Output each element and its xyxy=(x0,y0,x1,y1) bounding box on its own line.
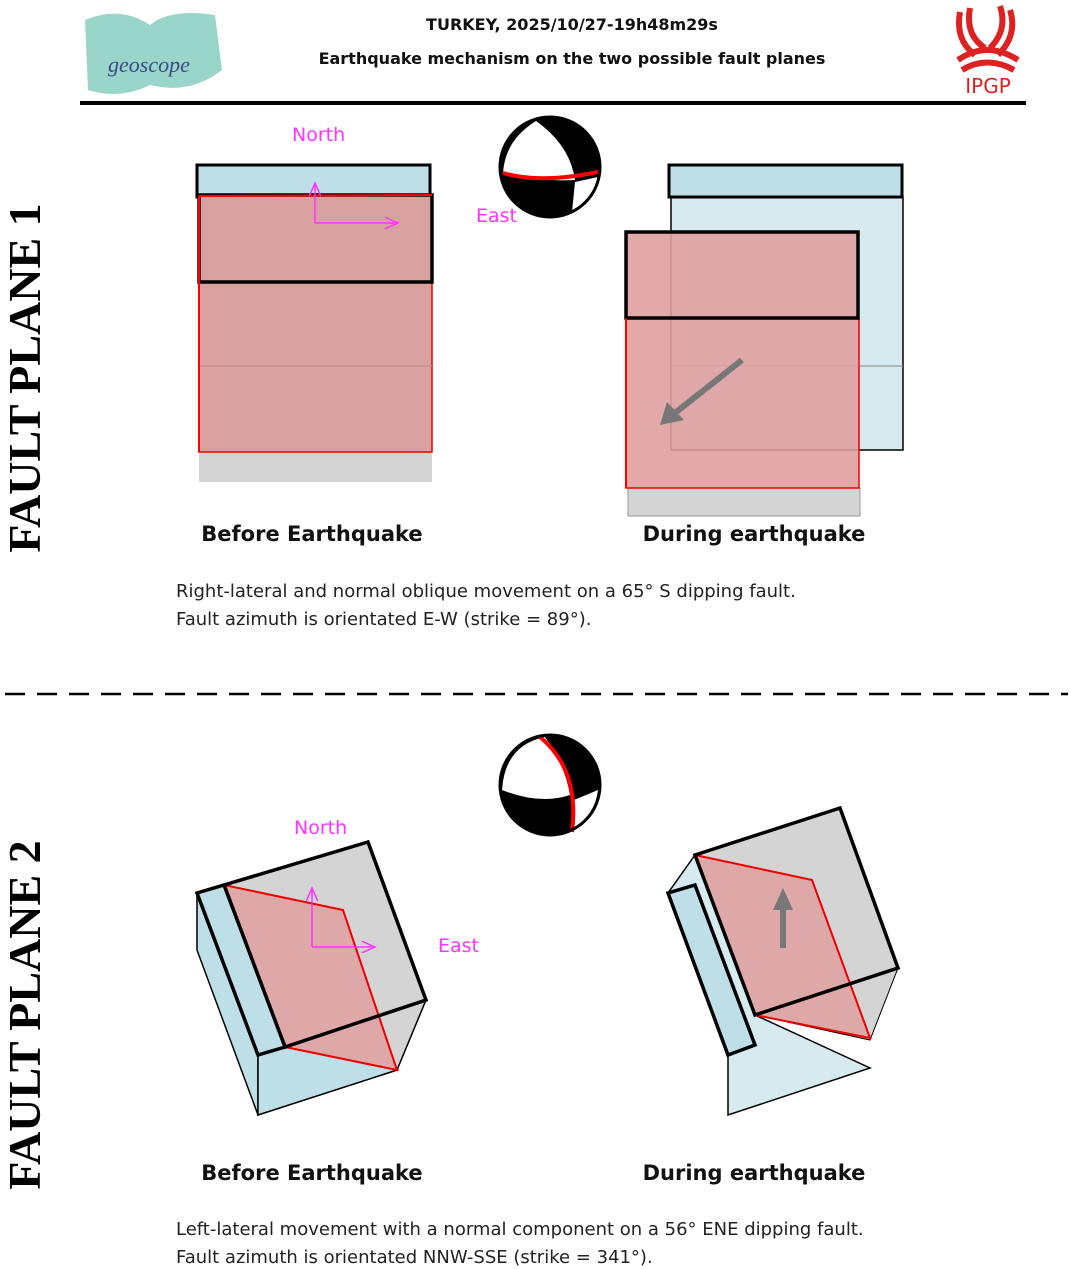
fp2-slip-arrow-icon xyxy=(773,888,793,948)
fp2-beachball-icon xyxy=(498,733,602,837)
fp1-description-line2: Fault azimuth is orientated E-W (strike … xyxy=(176,609,591,630)
fault-plane-2-label: FAULT PLANE 2 xyxy=(0,840,50,1189)
fp2-east-label: East xyxy=(438,935,479,957)
svg-text:geoscope: geoscope xyxy=(108,52,190,77)
fp1-during-diagram xyxy=(624,163,904,517)
fp1-before-diagram xyxy=(195,163,434,482)
header-subtitle: Earthquake mechanism on the two possible… xyxy=(319,49,826,68)
fp1-slip-arrow-icon xyxy=(660,357,744,425)
fp1-during-caption: During earthquake xyxy=(643,522,866,546)
fp2-north-label: North xyxy=(294,817,347,839)
fp2-description-line2: Fault azimuth is orientated NNW-SSE (str… xyxy=(176,1247,653,1268)
fp2-during-caption: During earthquake xyxy=(643,1161,866,1185)
fp1-north-label: North xyxy=(292,124,345,146)
fp2-description-line1: Left-lateral movement with a normal comp… xyxy=(176,1219,864,1240)
fp1-before-caption: Before Earthquake xyxy=(201,522,422,546)
ipgp-logo: IPGP xyxy=(956,5,1020,98)
geoscope-logo: geoscope xyxy=(85,12,222,94)
svg-text:IPGP: IPGP xyxy=(965,74,1011,98)
fp2-during-diagram xyxy=(665,805,901,1117)
fp1-description-line1: Right-lateral and normal oblique movemen… xyxy=(176,581,796,602)
fp2-before-caption: Before Earthquake xyxy=(201,1161,422,1185)
fp1-east-label: East xyxy=(476,205,517,227)
fault-plane-1-label: FAULT PLANE 1 xyxy=(0,203,50,552)
fp1-beachball-icon xyxy=(498,115,602,219)
header-title: TURKEY, 2025/10/27-19h48m29s xyxy=(426,15,718,34)
fp2-before-diagram xyxy=(194,839,429,1117)
